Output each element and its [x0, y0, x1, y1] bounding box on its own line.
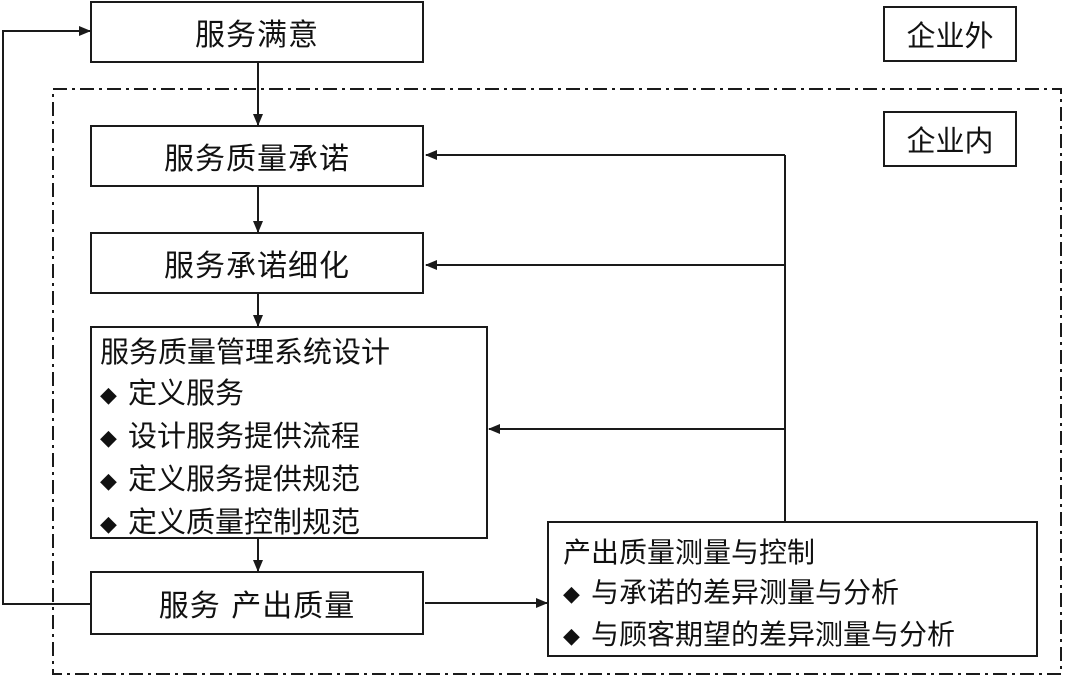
measurement-title: 产出质量测量与控制	[563, 536, 816, 569]
diamond-bullet-icon: ◆	[100, 426, 117, 451]
system-design-item: ◆定义服务	[100, 373, 486, 416]
system-design-item: ◆定义服务提供规范	[100, 459, 486, 502]
inside-region-boundary	[52, 88, 1062, 675]
output-quality-box: 服务 产出质量	[90, 571, 424, 635]
diamond-bullet-icon: ◆	[563, 582, 580, 607]
diamond-bullet-icon: ◆	[100, 512, 117, 537]
quality-commitment-box: 服务质量承诺	[90, 125, 424, 187]
measurement-item: ◆与顾客期望的差异测量与分析	[563, 615, 1036, 657]
diamond-bullet-icon: ◆	[100, 469, 117, 494]
commitment-detail-box: 服务承诺细化	[90, 232, 424, 294]
inside-region-label: 企业内	[883, 111, 1017, 167]
diamond-bullet-icon: ◆	[100, 383, 117, 408]
system-design-title: 服务质量管理系统设计	[100, 335, 391, 369]
service-satisfaction-box: 服务满意	[90, 1, 424, 63]
system-design-item: ◆定义质量控制规范	[100, 502, 486, 545]
diamond-bullet-icon: ◆	[563, 624, 580, 649]
system-design-box: 服务质量管理系统设计 ◆定义服务 ◆设计服务提供流程 ◆定义服务提供规范 ◆定义…	[90, 326, 488, 539]
arrow-output-to-satisfaction	[2, 26, 92, 605]
outside-region-label: 企业外	[883, 6, 1017, 62]
measurement-control-box: 产出质量测量与控制 ◆与承诺的差异测量与分析 ◆与顾客期望的差异测量与分析	[547, 521, 1038, 657]
system-design-item: ◆设计服务提供流程	[100, 416, 486, 459]
measurement-item: ◆与承诺的差异测量与分析	[563, 573, 1036, 615]
